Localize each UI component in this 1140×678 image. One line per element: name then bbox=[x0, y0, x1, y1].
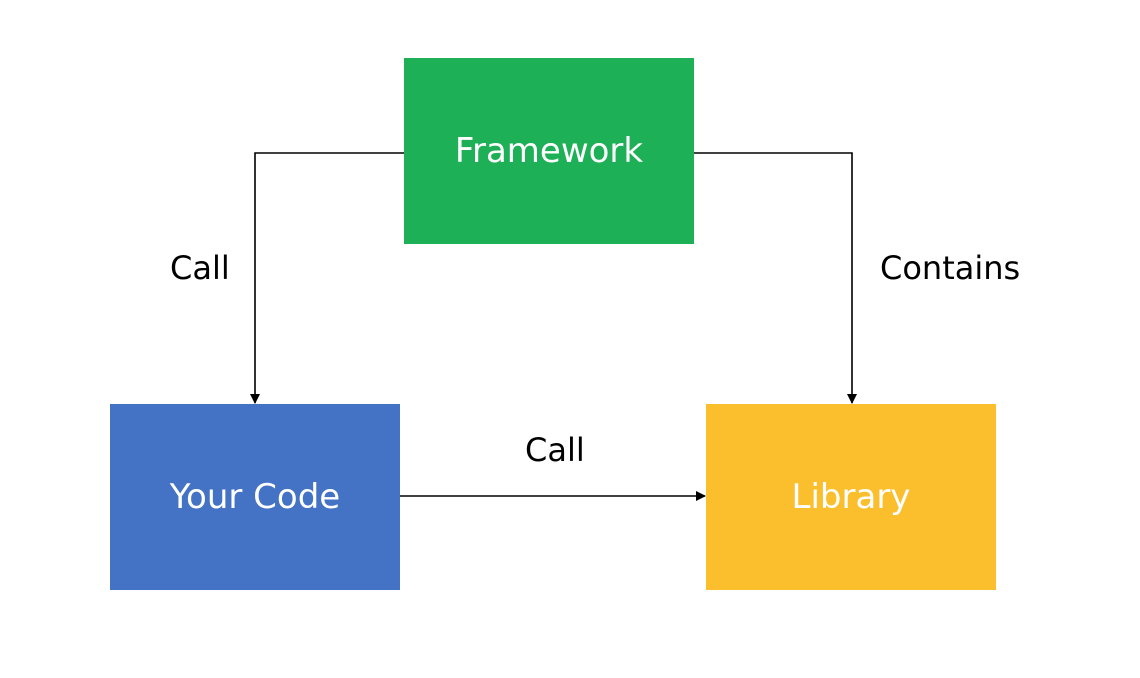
edge-label-framework-to-your-code: Call bbox=[170, 249, 230, 287]
node-your-code: Your Code bbox=[110, 404, 400, 590]
node-library: Library bbox=[706, 404, 996, 590]
edge-framework-to-library bbox=[694, 152, 857, 404]
edge-label-framework-to-library: Contains bbox=[880, 249, 1021, 287]
edge-label-your-code-to-library: Call bbox=[525, 431, 585, 469]
node-framework-label: Framework bbox=[454, 131, 644, 171]
edge-framework-to-your-code bbox=[250, 152, 404, 404]
node-your-code-label: Your Code bbox=[169, 477, 341, 517]
node-framework: Framework bbox=[404, 58, 694, 244]
node-library-label: Library bbox=[791, 477, 911, 517]
